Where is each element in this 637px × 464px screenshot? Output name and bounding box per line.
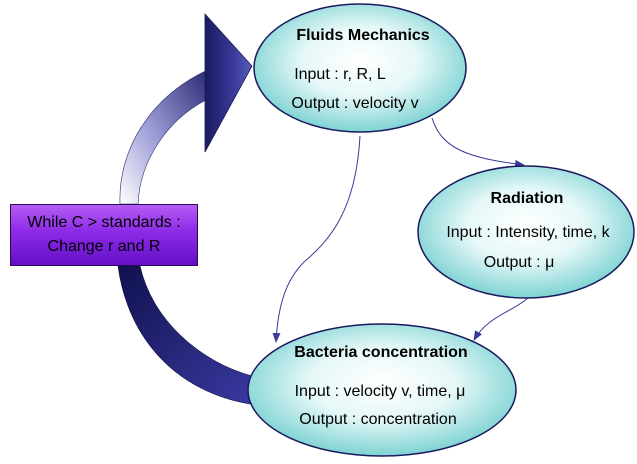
loop-condition-box: While C > standards : Change r and R	[10, 204, 198, 266]
node-fluids-mechanics: Fluids Mechanics Input : r, R, L Output …	[253, 3, 467, 133]
loop-arrow-lower	[117, 265, 253, 405]
radiation-title: Radiation	[491, 190, 564, 207]
bacteria-input: Input : velocity v, time, μ	[295, 383, 466, 400]
connector-fluids-to-radiation	[431, 117, 525, 168]
connector-fluids-to-bacteria	[272, 135, 361, 343]
radiation-output: Output : μ	[484, 254, 555, 271]
loop-condition-text: While C > standards :	[27, 214, 181, 231]
node-bacteria-concentration: Bacteria concentration Input : velocity …	[247, 323, 517, 457]
fluids-output: Output : velocity v	[291, 95, 418, 112]
bacteria-title: Bacteria concentration	[294, 344, 467, 361]
bacteria-output: Output : concentration	[299, 411, 456, 428]
fluids-title: Fluids Mechanics	[296, 27, 429, 44]
loop-action-text: Change r and R	[47, 238, 161, 255]
loop-arrow-upper	[119, 67, 213, 205]
fluids-input: Input : r, R, L	[294, 66, 386, 83]
loop-arrow-head-icon	[204, 12, 253, 153]
connector-radiation-to-bacteria	[473, 297, 529, 341]
radiation-input: Input : Intensity, time, k	[446, 224, 610, 241]
node-radiation: Radiation Input : Intensity, time, k Out…	[417, 165, 635, 299]
